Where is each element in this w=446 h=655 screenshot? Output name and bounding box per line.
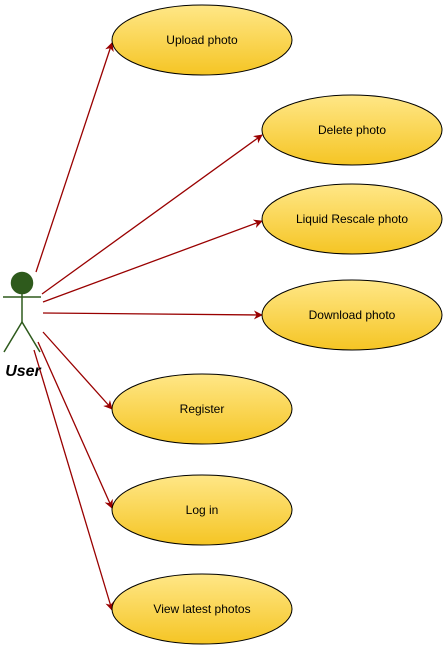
- stick-figure-icon: [3, 271, 41, 353]
- use-case-liquid-rescale[interactable]: Liquid Rescale photo: [261, 183, 443, 255]
- association-download: [42, 310, 263, 320]
- use-case-label: View latest photos: [153, 602, 250, 616]
- association-liquid-rescale: [42, 219, 263, 303]
- use-case-ellipse: [261, 94, 443, 166]
- use-case-label: Log in: [186, 503, 219, 517]
- actor-user[interactable]: User: [3, 271, 42, 381]
- use-case-label: Delete photo: [318, 123, 386, 137]
- use-case-label: Liquid Rescale photo: [296, 212, 408, 226]
- associations: [33, 42, 263, 611]
- association-register: [42, 331, 113, 410]
- association-delete: [41, 134, 263, 295]
- use-case-label: Upload photo: [166, 33, 238, 47]
- actor-label: User: [5, 363, 41, 380]
- use-case-register[interactable]: Register: [111, 373, 293, 445]
- use-case-upload[interactable]: Upload photo: [111, 4, 293, 76]
- use-case-label: Download photo: [309, 308, 396, 322]
- use-case-download[interactable]: Download photo: [261, 279, 443, 351]
- use-case-ellipse: [261, 183, 443, 255]
- use-case-ellipse: [111, 373, 293, 445]
- use-case-ellipse: [111, 474, 293, 546]
- association-login: [37, 341, 113, 509]
- use-case-login[interactable]: Log in: [111, 474, 293, 546]
- use-case-view-latest[interactable]: View latest photos: [111, 573, 293, 645]
- use-case-ellipse: [111, 4, 293, 76]
- use-case-ellipse: [261, 279, 443, 351]
- use-case-label: Register: [180, 402, 225, 416]
- association-view-latest: [33, 349, 114, 611]
- use-case-delete[interactable]: Delete photo: [261, 94, 443, 166]
- use-case-ellipse: [111, 573, 293, 645]
- association-upload: [35, 42, 114, 273]
